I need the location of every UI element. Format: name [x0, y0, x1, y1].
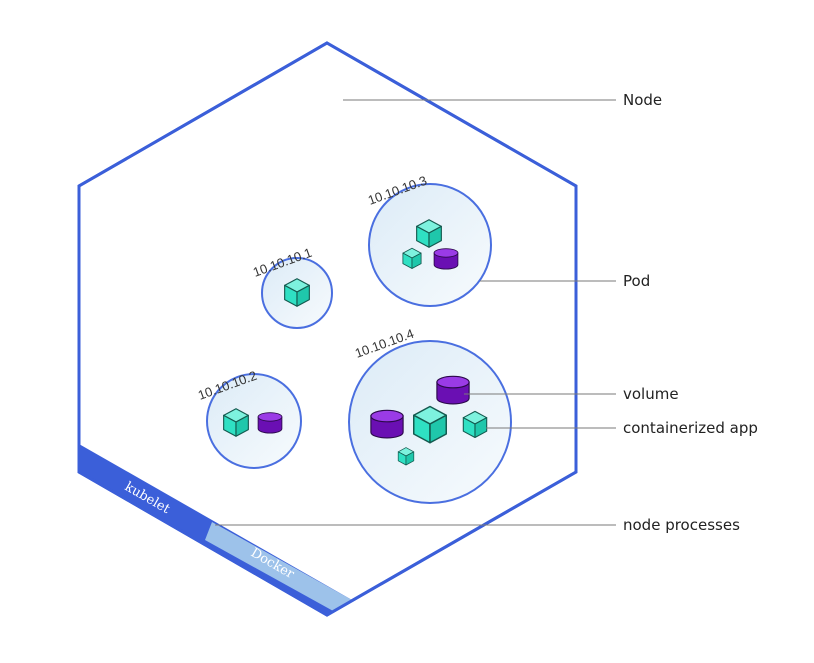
docker-band — [205, 522, 352, 612]
container-icon — [397, 447, 415, 466]
volume-icon — [370, 409, 404, 439]
volume-icon — [257, 412, 283, 434]
node-processes-bands — [79, 444, 352, 615]
volume-icon — [436, 375, 470, 405]
container-icon — [413, 405, 447, 444]
container-icon — [223, 408, 249, 437]
node-hexagon — [77, 41, 578, 617]
pod-label: Pod — [623, 272, 650, 290]
pod-3: 10.10.10.3 — [366, 173, 492, 307]
node-processes-label: node processes — [623, 516, 740, 534]
volume-label: volume — [623, 385, 679, 403]
container-icon — [462, 410, 488, 439]
container-icon — [402, 247, 422, 269]
container-icon — [416, 219, 442, 248]
pod-1: 10.10.10.1 — [251, 245, 333, 329]
container-icon — [284, 278, 310, 307]
volume-icon — [433, 248, 459, 270]
node-label: Node — [623, 91, 662, 109]
containerized-app-label: containerized app — [623, 419, 758, 437]
